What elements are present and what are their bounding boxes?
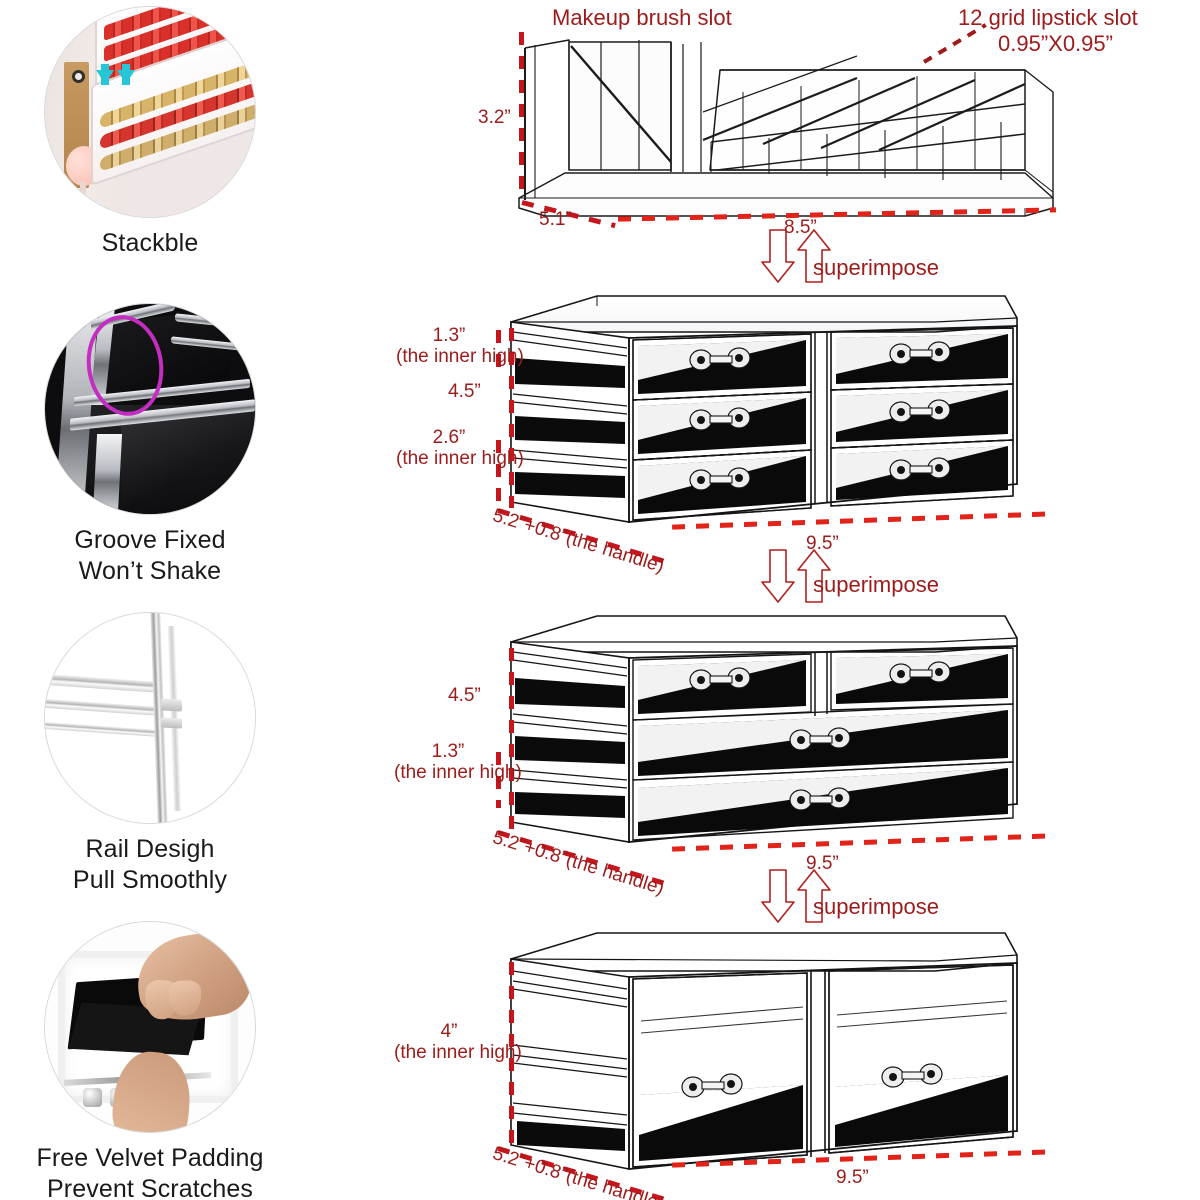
two-deep-drawer-unit-drawing	[505, 925, 1025, 1175]
diagram-column: Makeup brush slot 12 grid lipstick slot …	[300, 0, 1200, 1200]
feature-velvet-padding: Free Velvet Padding Prevent Scratches	[0, 921, 300, 1200]
callout-lipstick-slot-line2: 0.95”X0.95”	[998, 31, 1113, 56]
dimension-inner-height-2-6: 2.6” (the inner high)	[396, 427, 524, 470]
overall-height-dimension-line-3	[509, 648, 514, 830]
inner-height-dimension-line-3	[496, 752, 501, 808]
feature-label-line1: Free Velvet Padding	[36, 1144, 264, 1172]
callout-makeup-brush-slot: Makeup brush slot	[552, 5, 732, 30]
dimension-value: 2.6”	[432, 427, 466, 448]
acrylic-rail-closeup-photo	[44, 612, 256, 824]
dimension-width-2: 9.5”	[806, 533, 839, 554]
dimension-overall-height-3: 4.5”	[448, 685, 481, 706]
dimension-overall-height-4-5: 4.5”	[448, 381, 481, 402]
four-drawer-unit-drawing	[505, 608, 1025, 848]
dimension-value: 1.3”	[431, 741, 465, 762]
dimension-inner-height-4: 4” (the inner high)	[394, 1021, 522, 1064]
six-drawer-unit-drawing	[505, 288, 1025, 528]
feature-groove-fixed-label: Groove Fixed Won’t Shake	[0, 525, 300, 586]
drawer-knob	[689, 341, 951, 491]
dimension-value: 4”	[440, 1021, 458, 1042]
feature-velvet-padding-label: Free Velvet Padding Prevent Scratches	[0, 1143, 300, 1200]
stack-down-arrow-icon	[96, 64, 115, 85]
velvet-pad-hands-photo	[44, 921, 256, 1133]
feature-label-line1: Rail Desigh	[85, 835, 215, 863]
height-dimension-line	[519, 32, 524, 192]
feature-rail-design: Rail Desigh Pull Smoothly	[0, 612, 300, 895]
groove-closeup-photo	[44, 303, 256, 515]
stack-down-arrow-icon	[117, 64, 136, 85]
feature-label-line2: Prevent Scratches	[47, 1174, 253, 1200]
lipstick-tray-drawing	[505, 30, 1065, 230]
feature-rail-design-label: Rail Desigh Pull Smoothly	[0, 834, 300, 895]
dimension-inner-height-1-3: 1.3” (the inner high)	[396, 325, 524, 368]
superimpose-label-1: superimpose	[813, 255, 939, 280]
dimension-height-3-2: 3.2”	[478, 107, 511, 128]
feature-column: Stackble Groove Fixed Won’t Shake	[0, 0, 300, 1200]
overall-height-dimension-line-2	[509, 328, 514, 508]
dimension-note: (the inner high)	[396, 447, 524, 469]
dimension-inner-height-3: 1.3” (the inner high)	[394, 741, 522, 784]
superimpose-arrows-1	[760, 228, 838, 286]
feature-stackable-label: Stackble	[0, 228, 300, 259]
feature-label-line2: Pull Smoothly	[72, 865, 228, 894]
superimpose-arrows-3	[760, 868, 838, 926]
superimpose-label-3: superimpose	[813, 894, 939, 919]
feature-label-line1: Stackble	[101, 229, 199, 257]
inner-height-dimension-line-4	[509, 962, 514, 1144]
feature-groove-fixed: Groove Fixed Won’t Shake	[0, 303, 300, 586]
callout-lipstick-slot-line1: 12 grid lipstick slot	[958, 5, 1138, 30]
dimension-width-4: 9.5”	[836, 1167, 869, 1188]
dimension-value: 1.3”	[432, 325, 466, 346]
door-knob-icon	[72, 70, 86, 83]
dimension-depth-5-1: 5.1”	[539, 209, 572, 230]
dimension-width-8-5: 8.5”	[784, 217, 817, 238]
dimension-note: (the inner high)	[396, 345, 524, 367]
dimension-note: (the inner high)	[394, 1041, 522, 1063]
superimpose-arrows-2	[760, 548, 838, 606]
inner-height-bottom-dimension-line-2	[496, 440, 501, 506]
dimension-width-3: 9.5”	[806, 853, 839, 874]
inner-height-top-dimension-line-2	[496, 330, 501, 378]
dimension-note: (the inner high)	[394, 761, 522, 783]
feature-label-line1: Groove Fixed	[74, 526, 226, 554]
feature-label-line2: Won’t Shake	[78, 556, 222, 585]
stacked-lipstick-trays-photo	[44, 6, 256, 218]
feature-stackable: Stackble	[0, 6, 300, 259]
superimpose-label-2: superimpose	[813, 572, 939, 597]
